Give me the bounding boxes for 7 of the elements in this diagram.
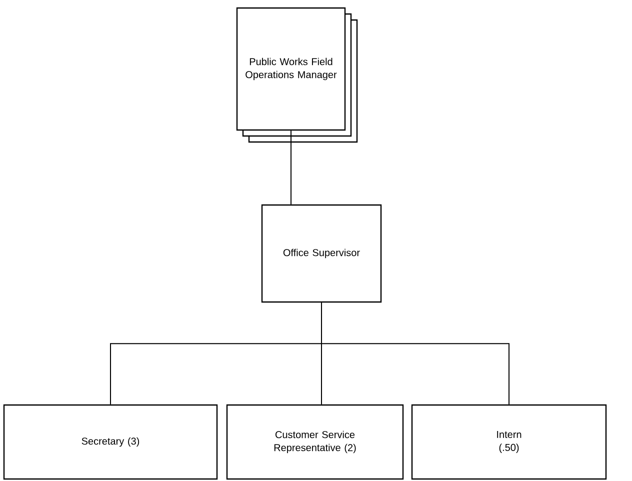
- box: Customer Service Representative (2): [226, 404, 404, 480]
- connector-line: [290, 130, 292, 205]
- box: Office Supervisor: [261, 204, 382, 303]
- connector-line: [321, 302, 510, 405]
- stacked-box: Public Works Field Operations Manager: [236, 7, 358, 143]
- box: Intern (.50): [411, 404, 607, 480]
- box: Secretary (3): [3, 404, 218, 480]
